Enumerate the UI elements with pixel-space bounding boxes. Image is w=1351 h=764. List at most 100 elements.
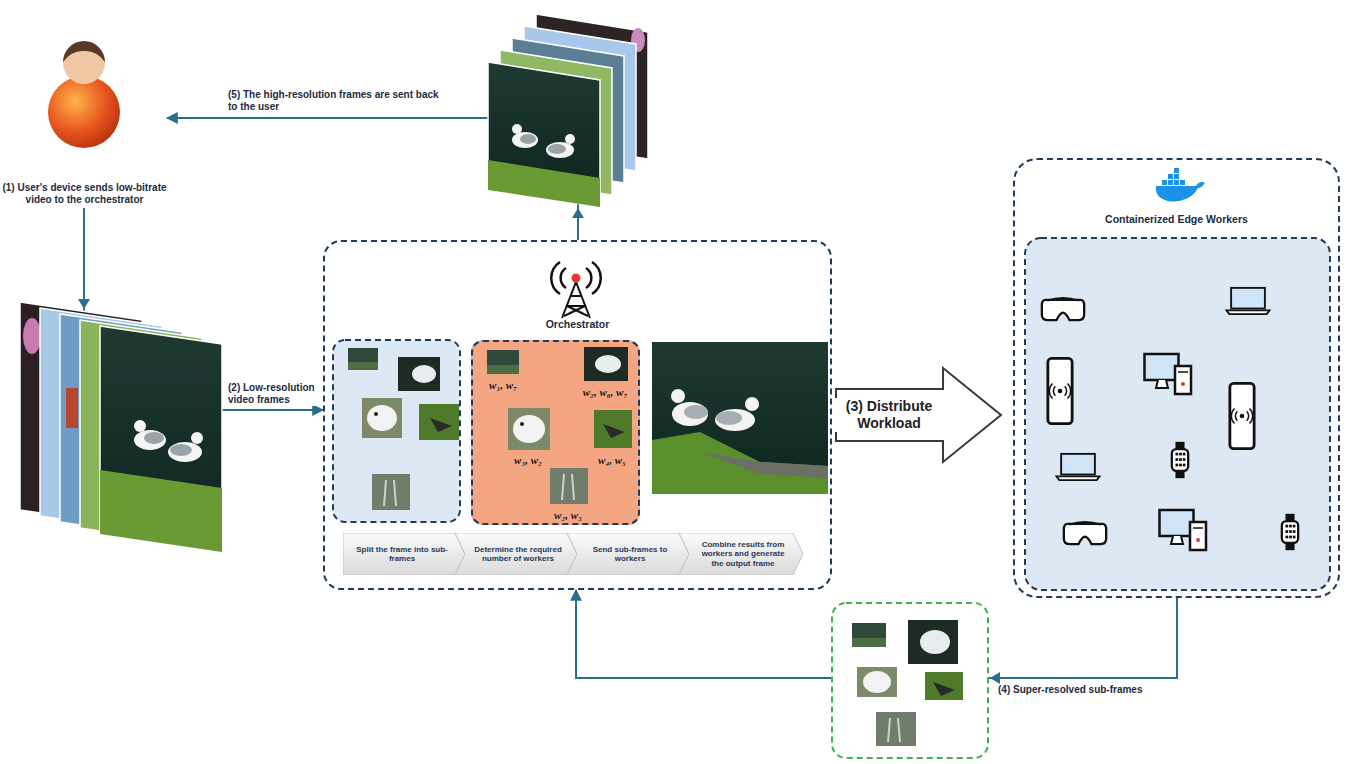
super-resolved-panel-part [832, 603, 988, 758]
worker-assignment-thumbnails-part [471, 340, 640, 525]
super-resolved-panel-part [908, 620, 958, 664]
worker-assignment-thumbnails-part [594, 410, 632, 448]
chevron-shape [343, 533, 465, 575]
high-resolution-frames-part [565, 134, 575, 144]
node-text: Containerized Edge Workers [1015, 213, 1338, 225]
docker-whale-part [1174, 180, 1179, 185]
chevron-shape [455, 533, 577, 575]
worker-label: w₂, w₃ [533, 508, 603, 522]
worker-assignment-thumbnails-part [487, 350, 519, 374]
node-text: Determine the required number of workers [471, 545, 565, 564]
sub-frame-panel-part [394, 480, 396, 506]
sub-frame-panel-part [348, 362, 378, 370]
worker-assignment-thumbnails-part [603, 424, 625, 438]
sub-frame-panel-part [374, 412, 378, 416]
node-text: Send sub-frames to workers [583, 545, 677, 564]
node-text: Orchestrator [325, 318, 830, 330]
output-frame-part [684, 405, 708, 419]
worker-label: w₁, w₇ [468, 378, 538, 392]
super-resolved-panel-part [857, 667, 897, 697]
device-panel-part [1145, 354, 1192, 394]
sub-frame-panel-part [419, 404, 459, 440]
worker-assignment-thumbnails-part [513, 415, 545, 443]
radio-tower-part-part [564, 306, 585, 316]
output-frame-part [652, 342, 828, 494]
worker-assignment-thumbnails-part [572, 474, 574, 500]
low-resolution-frames-part [144, 432, 164, 444]
user-icon-part [63, 41, 105, 62]
super-resolved-panel [832, 603, 988, 758]
radio-tower-part-part [571, 295, 581, 297]
arrow-head-part [990, 672, 1000, 684]
docker-whale-part [1174, 174, 1179, 179]
worker-assignment-box: w₁, w₇w₂, w₆, w₇w₃, w₂w₄, w₅w₂, w₃ [471, 340, 640, 525]
node-text: (1) User's device sends low-bitrate vide… [2, 182, 167, 206]
super-resolved-panel-part [933, 682, 955, 696]
sub-frame-panel-part [333, 340, 460, 522]
sub-frame-panel [333, 340, 460, 522]
super-resolved-panel-part [898, 718, 900, 742]
low-resolution-frames-part [100, 470, 222, 552]
docker-whale-part [1162, 180, 1167, 185]
super-resolved-panel-part [888, 718, 890, 742]
worker-assignment-thumbnails-part [562, 474, 564, 500]
device-panel-part [1064, 522, 1106, 544]
process-step: Combine results from workers and generat… [679, 533, 803, 575]
high-resolution-frames-part [546, 142, 574, 158]
high-resolution-frames-part [520, 134, 536, 144]
node-text: Split the frame into sub-frames [351, 545, 453, 564]
radio-tower-part-part [592, 262, 601, 294]
radio-tower-part-part [586, 268, 591, 288]
device-panel-part [1172, 442, 1188, 478]
worker-assignment-thumbnails-part [487, 365, 519, 374]
super-resolved-panel-part [925, 672, 963, 700]
radio-tower [551, 262, 601, 318]
low-resolution-frames-part [134, 430, 166, 450]
device-panel [1025, 238, 1330, 590]
worker-assignment-thumbnails-part [550, 468, 588, 504]
device-panel-part [1282, 514, 1298, 550]
chevron-shape [679, 533, 803, 575]
high-resolution-frames-part [512, 124, 522, 134]
edge-workers-region: Containerized Edge Workers [1013, 158, 1340, 598]
output-frame-part [700, 452, 828, 478]
sub-frame-panel-part [398, 357, 440, 391]
device-panel-part [1160, 510, 1207, 550]
docker-whale-part [1180, 180, 1185, 185]
device-panel-part [1025, 238, 1330, 590]
super-resolved-panel-part [863, 671, 891, 693]
user-icon-part [48, 76, 120, 148]
output-frame-part [715, 409, 755, 431]
docker-whale-part [1168, 180, 1173, 185]
high-resolution-frames-part [548, 144, 566, 154]
arrow-head-part [78, 299, 90, 309]
radio-tower-part-part [551, 262, 560, 294]
output-frame-part [672, 402, 708, 426]
sub-frame-panel-part [372, 474, 410, 510]
radio-tower-part-part [561, 268, 566, 288]
output-frame-part [716, 411, 742, 425]
process-step: Split the frame into sub-frames [343, 533, 465, 575]
edge-label: (4) Super-resolved sub-frames [998, 684, 1188, 696]
node-text: Combine results from workers and generat… [695, 540, 791, 569]
sub-frame-panel-part [412, 365, 436, 383]
super-resolved-panel-part [876, 712, 916, 746]
block-arrow [836, 368, 1001, 462]
worker-label: w₄, w₅ [577, 453, 647, 467]
worker-label: w₂, w₆, w₇ [570, 385, 640, 399]
low-resolution-frames-part [134, 420, 146, 432]
user-icon-part [63, 42, 105, 84]
docker-whale-part [1168, 174, 1173, 179]
device-panel-part [1048, 358, 1072, 423]
super-resolved-panel-part [852, 623, 886, 647]
high-resolution-frames [488, 14, 648, 207]
low-resolution-frames-part-part [66, 388, 78, 428]
super-resolved-panel-part [920, 630, 950, 654]
sub-frame-panel-part [384, 480, 386, 506]
worker-assignment-thumbnails-part [520, 422, 524, 426]
edge-label: (2) Low-resolution video frames [228, 382, 320, 406]
worker-assignment-thumbnails-part [508, 408, 550, 450]
worker-assignment-thumbnails [471, 340, 640, 525]
output-frame-part [745, 397, 759, 411]
